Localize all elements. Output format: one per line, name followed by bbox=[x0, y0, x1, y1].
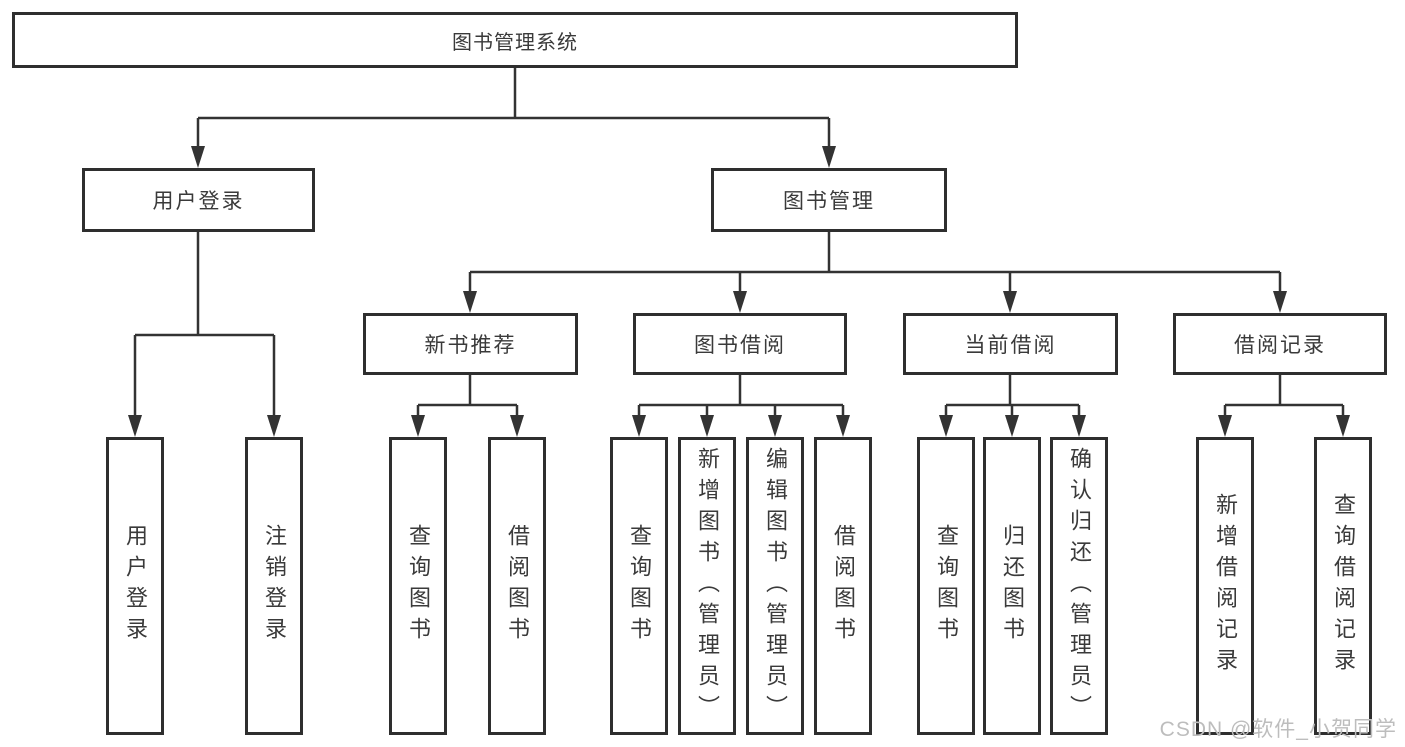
leaf-logout: 注销登录 bbox=[245, 437, 303, 735]
leaf-logout-label: 注销登录 bbox=[262, 524, 287, 648]
leaf-borrow-book: 借阅图书 bbox=[814, 437, 872, 735]
leaf-confirm-return-admin: 确认归还（管理员） bbox=[1050, 437, 1108, 735]
leaf-edit-book-admin: 编辑图书（管理员） bbox=[746, 437, 804, 735]
connector-user-login-to-leaves bbox=[133, 232, 276, 419]
node-book-management: 图书管理 bbox=[711, 168, 947, 232]
leaf-query-book-borrow-label: 查询图书 bbox=[627, 524, 652, 648]
node-borrow-records: 借阅记录 bbox=[1173, 313, 1387, 375]
leaf-add-book-admin: 新增图书（管理员） bbox=[678, 437, 736, 735]
arrowheads bbox=[128, 146, 1350, 437]
node-current-borrow: 当前借阅 bbox=[903, 313, 1118, 375]
node-book-management-label: 图书管理 bbox=[783, 190, 875, 213]
node-borrow-records-label: 借阅记录 bbox=[1234, 334, 1326, 357]
node-new-book-recommend: 新书推荐 bbox=[363, 313, 578, 375]
leaf-user-login-label: 用户登录 bbox=[123, 524, 148, 648]
node-user-login-label: 用户登录 bbox=[152, 190, 245, 213]
leaf-add-book-admin-label: 新增图书（管理员） bbox=[695, 446, 720, 726]
connector-book-borrow-to-leaves bbox=[637, 375, 845, 419]
leaf-borrow-book-recommend: 借阅图书 bbox=[488, 437, 546, 735]
leaf-add-borrow-record-label: 新增借阅记录 bbox=[1213, 493, 1238, 679]
leaf-borrow-book-recommend-label: 借阅图书 bbox=[505, 524, 530, 648]
leaf-query-book-recommend: 查询图书 bbox=[389, 437, 447, 735]
node-library-system: 图书管理系统 bbox=[12, 12, 1018, 68]
leaf-query-book-recommend-label: 查询图书 bbox=[406, 524, 431, 648]
leaf-add-borrow-record: 新增借阅记录 bbox=[1196, 437, 1254, 735]
connector-borrow-records-to-leaves bbox=[1223, 375, 1345, 419]
connector-book-management-to-level3 bbox=[468, 232, 1282, 295]
node-new-book-recommend-label: 新书推荐 bbox=[424, 334, 517, 357]
csdn-watermark: CSDN @软件_小贺同学 bbox=[1159, 718, 1397, 741]
node-user-login: 用户登录 bbox=[82, 168, 315, 232]
connector-root-to-level2 bbox=[196, 68, 831, 150]
leaf-query-book-current-label: 查询图书 bbox=[934, 524, 959, 648]
leaf-query-borrow-record: 查询借阅记录 bbox=[1314, 437, 1372, 735]
leaf-query-book-borrow: 查询图书 bbox=[610, 437, 668, 735]
leaf-confirm-return-admin-label: 确认归还（管理员） bbox=[1067, 446, 1092, 726]
connector-new-book-to-leaves bbox=[416, 375, 519, 419]
leaf-query-borrow-record-label: 查询借阅记录 bbox=[1331, 493, 1356, 679]
connector-current-borrow-to-leaves bbox=[944, 375, 1081, 419]
leaf-user-login: 用户登录 bbox=[106, 437, 164, 735]
node-library-system-label: 图书管理系统 bbox=[452, 31, 578, 54]
node-book-borrow-label: 图书借阅 bbox=[694, 334, 786, 357]
node-current-borrow-label: 当前借阅 bbox=[964, 334, 1057, 357]
node-book-borrow: 图书借阅 bbox=[633, 313, 847, 375]
leaf-return-book-label: 归还图书 bbox=[1000, 524, 1025, 648]
leaf-edit-book-admin-label: 编辑图书（管理员） bbox=[763, 446, 788, 726]
leaf-borrow-book-label: 借阅图书 bbox=[831, 524, 856, 648]
leaf-return-book: 归还图书 bbox=[983, 437, 1041, 735]
leaf-query-book-current: 查询图书 bbox=[917, 437, 975, 735]
